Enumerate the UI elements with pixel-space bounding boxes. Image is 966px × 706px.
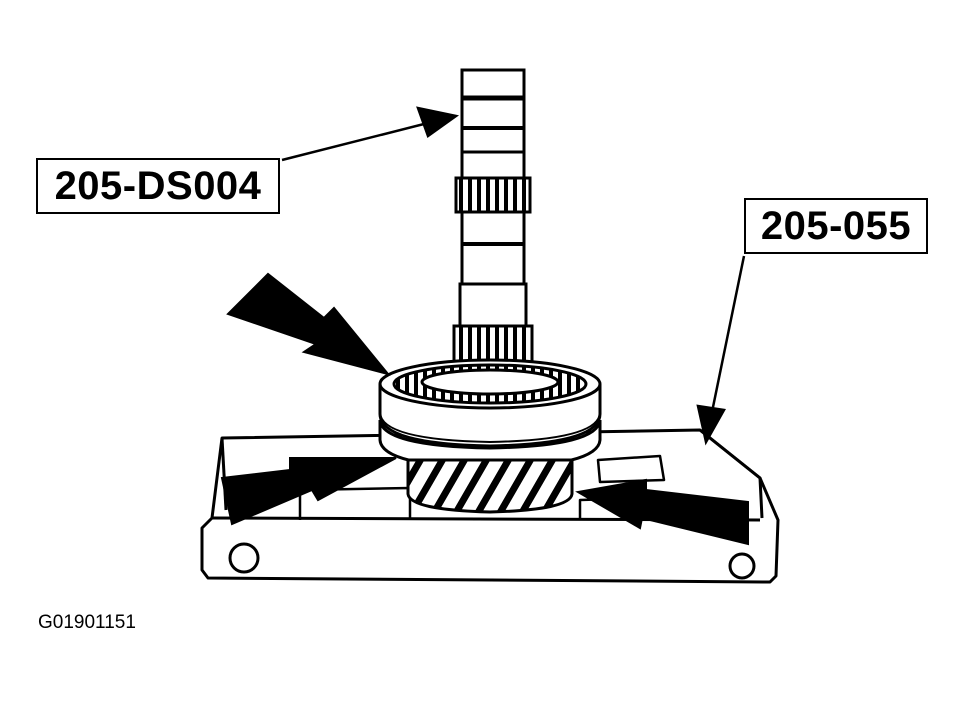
shaft <box>452 68 534 400</box>
callout-tool-205-ds004: 205-DS004 <box>36 158 280 214</box>
arrow-lower-left <box>220 457 397 526</box>
leader-tool-b <box>696 255 746 446</box>
helical-gear <box>406 458 574 514</box>
arrow-upper-left <box>226 272 391 376</box>
callout-tool-205-055: 205-055 <box>744 198 928 254</box>
figure-id: G01901151 <box>38 612 136 633</box>
callout-tool-205-ds004-label: 205-DS004 <box>54 163 262 208</box>
synchro-ring <box>378 358 602 448</box>
callout-tool-205-055-label: 205-055 <box>760 203 912 248</box>
leader-tool-a <box>281 106 460 162</box>
arrow-lower-right <box>575 478 749 546</box>
